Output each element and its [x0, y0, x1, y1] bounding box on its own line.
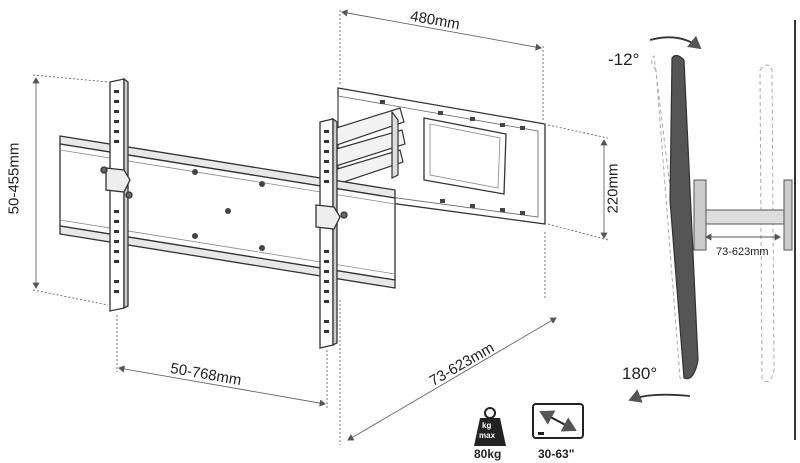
weight-icon-max-label: max — [479, 431, 496, 440]
side-view — [628, 20, 796, 440]
tilt-arrow-icon — [649, 35, 702, 50]
screen-size-label: 30-63" — [538, 447, 575, 461]
horizontal-rails — [59, 135, 396, 289]
vertical-bracket-right — [315, 117, 348, 349]
swivel-angle-label: 180° — [622, 364, 658, 383]
swivel-arrow-icon — [628, 389, 691, 403]
tilt-angle-label: -12° — [608, 50, 640, 69]
load-capacity-label: 80kg — [474, 447, 502, 461]
dimension-lines — [32, 9, 609, 445]
right-height-label: 220mm — [604, 163, 622, 214]
vertical-bracket-left — [100, 77, 133, 312]
screen-size-icon — [532, 403, 584, 439]
tv-panel — [669, 54, 699, 380]
side-arm — [699, 209, 785, 225]
side-extension-label: 73-623mm — [716, 246, 769, 258]
weight-icon-kg-label: kg — [482, 421, 492, 430]
weight-icon — [474, 407, 506, 446]
left-height-label: 50-455mm — [5, 142, 23, 215]
